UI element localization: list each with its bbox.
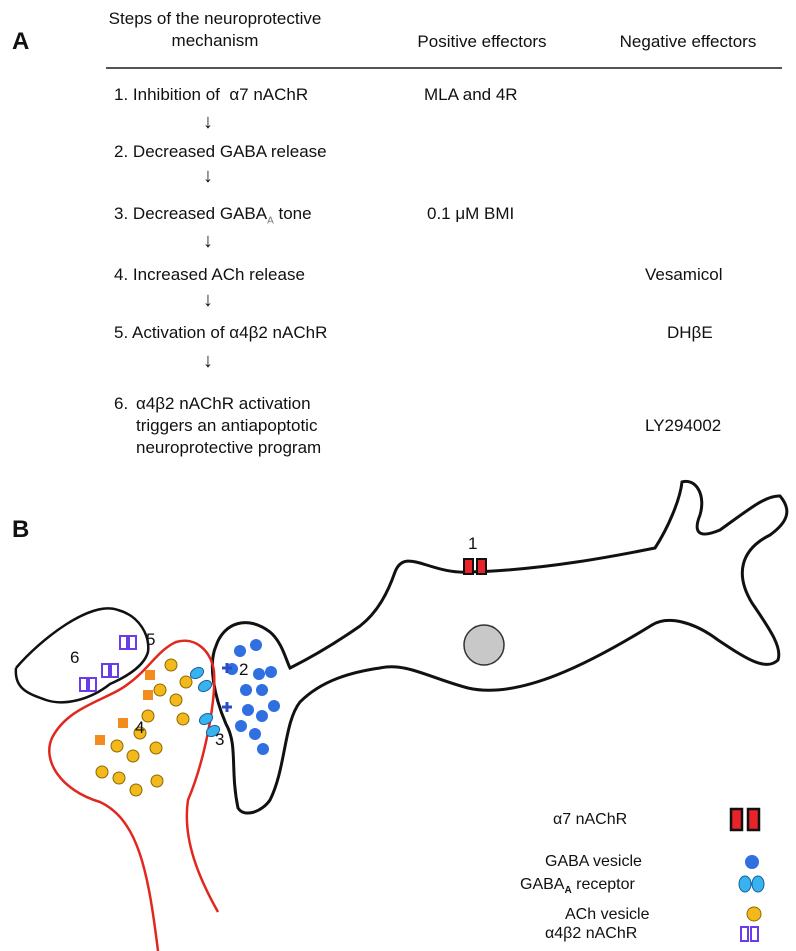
site-number-1: 1 xyxy=(468,534,478,553)
step-2: 2. Decreased GABA release xyxy=(114,141,327,163)
step-2-number: 2. xyxy=(114,142,129,161)
step-6-line-3: neuroprotective program xyxy=(136,438,322,457)
site-number-4: 4 xyxy=(135,718,145,737)
legend-a7-icon xyxy=(729,807,761,832)
negative-effectors-header: Negative effectors xyxy=(619,32,757,51)
a7-nachr-site-1 xyxy=(463,558,487,575)
legend-gabaa-receptor-icon xyxy=(738,875,765,893)
positive-effectors-header: Positive effectors xyxy=(417,32,547,51)
ach-vesicles xyxy=(95,658,193,797)
target-cell-outline xyxy=(14,607,150,704)
step-5-text: Activation of α4β2 nAChR xyxy=(131,323,328,342)
legend-ach-vesicle-icon xyxy=(746,906,762,922)
header-divider xyxy=(106,67,782,69)
gabaergic-neuron-outline xyxy=(210,479,789,815)
legend-gabaa-sub: A xyxy=(564,885,572,897)
a4b2-nachr-sites xyxy=(79,635,137,692)
gaba-terminal-sites xyxy=(222,663,232,712)
arrow-1-icon: ↓ xyxy=(203,111,213,133)
cholinergic-neuron-outline xyxy=(48,639,220,951)
panel-a-label: A xyxy=(12,28,30,55)
step-2-text: Decreased GABA release xyxy=(132,142,327,161)
arrow-3-icon: ↓ xyxy=(203,230,213,252)
steps-header-line1: Steps of the neuroprotective xyxy=(108,9,322,28)
step-6-lines: α4β2 nAChR activation triggers an antiap… xyxy=(136,393,321,459)
step-1-text: Inhibition of α7 nAChR xyxy=(132,85,309,104)
arrow-2-icon: ↓ xyxy=(203,165,213,187)
step-3-number: 3. xyxy=(114,204,129,223)
step-3: 3. Decreased GABAA tone xyxy=(114,203,312,232)
legend-gabaa-post: receptor xyxy=(571,876,635,893)
step-6-negative: LY294002 xyxy=(645,416,722,435)
step-1-number: 1. xyxy=(114,85,129,104)
arrow-4-icon: ↓ xyxy=(203,289,213,311)
step-4-text: Increased ACh release xyxy=(132,265,305,284)
step-3-text-sub: A xyxy=(267,215,274,227)
gabaa-receptors xyxy=(189,666,221,738)
legend-ach-vesicle-label: ACh vesicle xyxy=(565,906,650,923)
steps-header-line2: mechanism xyxy=(171,31,259,50)
step-5-negative: DHβE xyxy=(667,323,713,342)
step-3-positive: 0.1 μM BMI xyxy=(427,204,515,223)
nucleus xyxy=(463,624,505,666)
step-3-text-post: tone xyxy=(273,204,312,223)
panel-b-label: B xyxy=(12,516,30,543)
legend-gabaa-main: GABA xyxy=(520,876,565,893)
site-number-5: 5 xyxy=(146,630,156,649)
legend-a4b2-icon xyxy=(740,926,759,942)
step-1: 1. Inhibition of α7 nAChR xyxy=(114,84,308,106)
ach-terminal-sites xyxy=(95,670,155,745)
steps-header: Steps of the neuroprotective mechanism xyxy=(70,8,360,52)
legend-gabaa-receptor-label: GABAA receptor xyxy=(520,876,635,896)
step-4-number: 4. xyxy=(114,265,129,284)
step-1-positive: MLA and 4R xyxy=(424,85,518,104)
arrow-5-icon: ↓ xyxy=(203,350,213,372)
site-number-6: 6 xyxy=(70,648,80,667)
step-6-number: 6. xyxy=(114,394,129,413)
legend-a7-label: α7 nAChR xyxy=(553,811,628,828)
gaba-vesicles xyxy=(226,639,280,755)
site-number-3: 3 xyxy=(215,730,225,749)
step-5-number: 5. xyxy=(114,323,129,342)
legend-a4b2-label: α4β2 nAChR xyxy=(545,925,638,942)
step-6-line-1: α4β2 nAChR activation xyxy=(136,394,311,413)
step-3-text: Decreased GABAA tone xyxy=(132,204,312,227)
step-3-text-main: Decreased GABA xyxy=(132,204,268,223)
site-number-2: 2 xyxy=(239,660,249,679)
step-4: 4. Increased ACh release xyxy=(114,264,305,286)
legend-gaba-vesicle-label: GABA vesicle xyxy=(545,853,642,870)
step-4-negative: Vesamicol xyxy=(645,265,723,284)
step-5: 5. Activation of α4β2 nAChR xyxy=(114,322,327,344)
legend-gaba-vesicle-icon xyxy=(745,855,759,869)
step-6-line-2: triggers an antiapoptotic xyxy=(136,416,318,435)
